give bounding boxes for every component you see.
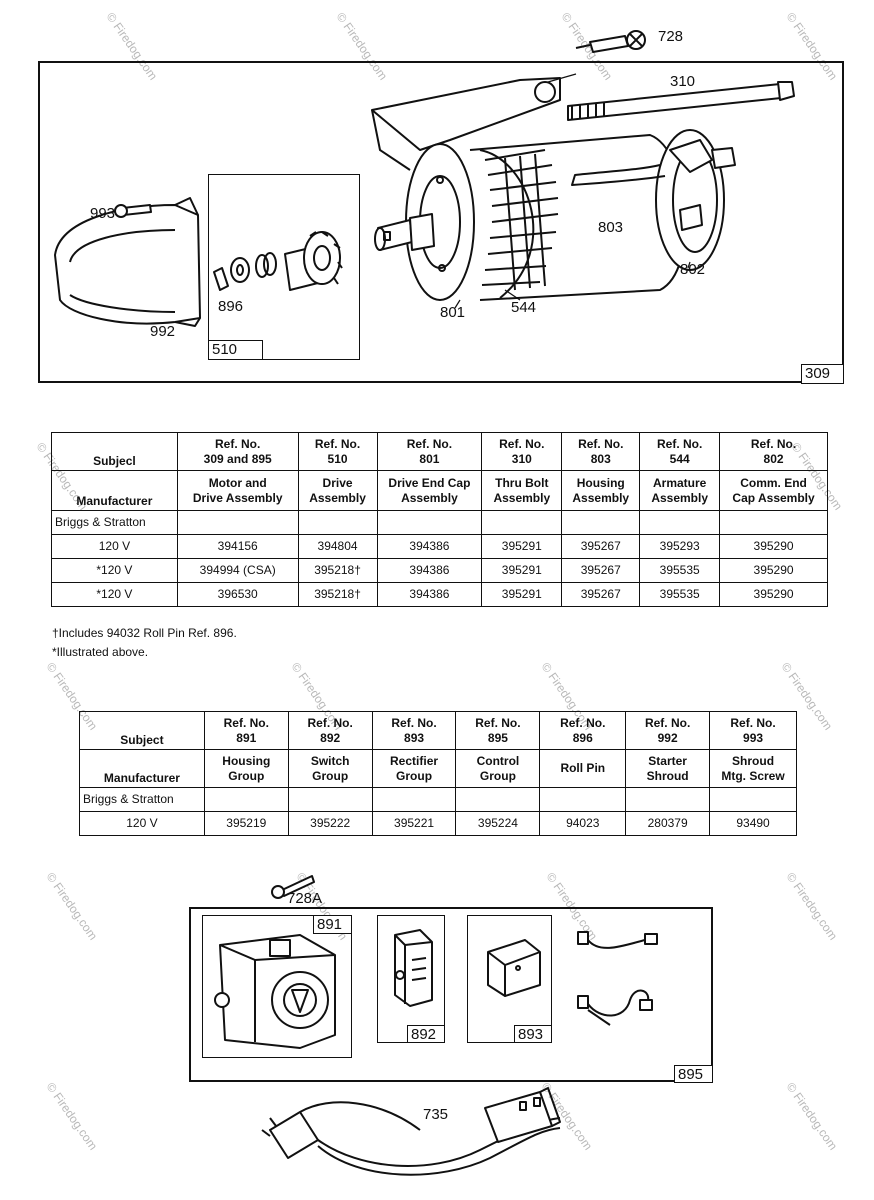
callout-310: 310 [670, 73, 696, 90]
starter-motor-illustration [54, 30, 795, 327]
callout-802: 802 [680, 261, 706, 278]
thru-bolt-310-illustration [567, 81, 795, 121]
power-cord-735-illustration [261, 1087, 561, 1176]
manufacturer-header: Manufacturer [51, 470, 178, 511]
motor-housing-illustration [371, 77, 687, 301]
callout-801: 801 [440, 304, 466, 321]
watermark: © Firedog.com [43, 1080, 101, 1153]
box-label-309: 309 [801, 364, 844, 384]
watermark: © Firedog.com [43, 870, 101, 943]
callout-896: 896 [218, 298, 244, 315]
parts-table-1: Subjecl Ref. No.309 and 895 Ref. No.510 … [51, 432, 828, 607]
column-header: Ref. No.309 and 895 [176, 432, 299, 471]
comm-end-cap-802-illustration [571, 129, 736, 271]
drive-assembly-box [208, 174, 360, 360]
housing-group-box [202, 915, 352, 1058]
column-header: Ref. No.801 [376, 432, 483, 471]
column-header: Ref. No.992 [625, 711, 711, 750]
column-header: Ref. No.896 [539, 711, 627, 750]
callout-993: 993 [90, 205, 116, 222]
switch-group-box [377, 915, 445, 1043]
callout-992: 992 [150, 323, 176, 340]
footnote-illustrated: *Illustrated above. [52, 645, 149, 659]
box-label-892: 892 [407, 1025, 445, 1043]
brand-cell: Briggs & Stratton [79, 787, 205, 812]
column-header: Ref. No.803 [561, 432, 641, 471]
drive-parts-illustration [213, 231, 343, 291]
box-label-510: 510 [208, 340, 263, 360]
column-header: Ref. No.895 [455, 711, 541, 750]
watermark: © Firedog.com [538, 1080, 596, 1153]
control-group-diagram-frame [189, 907, 713, 1082]
box-label-895: 895 [674, 1065, 713, 1083]
column-header: Ref. No.310 [481, 432, 563, 471]
shroud-screw-993-illustration [114, 204, 152, 218]
callout-544: 544 [511, 299, 537, 316]
box-label-893: 893 [514, 1025, 552, 1043]
subject-header: Subjecl [51, 432, 178, 471]
column-header: Ref. No.893 [371, 711, 457, 750]
box-label-891: 891 [313, 915, 352, 934]
watermark: © Firedog.com [783, 1080, 841, 1153]
callout-728: 728 [658, 28, 684, 45]
column-description: Roll Pin [539, 749, 627, 788]
subject-header: Subject [79, 711, 205, 750]
column-header: Ref. No.802 [719, 432, 828, 471]
footnote-roll-pin: †Includes 94032 Roll Pin Ref. 896. [52, 626, 237, 640]
column-header: Ref. No.993 [709, 711, 797, 750]
manufacturer-header: Manufacturer [79, 749, 205, 788]
motor-shaft-illustration [374, 213, 435, 251]
starter-shroud-992-illustration [54, 197, 201, 327]
column-header: Ref. No.544 [639, 432, 721, 471]
callout-728a: 728A [287, 890, 323, 907]
watermark: © Firedog.com [783, 870, 841, 943]
brand-cell: Briggs & Stratton [51, 510, 178, 535]
leader-lines [454, 73, 691, 309]
column-header: Ref. No.510 [297, 432, 378, 471]
callout-803: 803 [598, 219, 624, 236]
starter-motor-diagram-frame [38, 61, 844, 383]
rectifier-group-box [467, 915, 552, 1043]
callout-735: 735 [423, 1106, 449, 1123]
column-header: Ref. No.891 [203, 711, 289, 750]
parts-table-2: Subject Ref. No.891 Ref. No.892 Ref. No.… [79, 711, 797, 836]
screw-728-illustration [575, 30, 646, 53]
column-header: Ref. No.892 [287, 711, 373, 750]
